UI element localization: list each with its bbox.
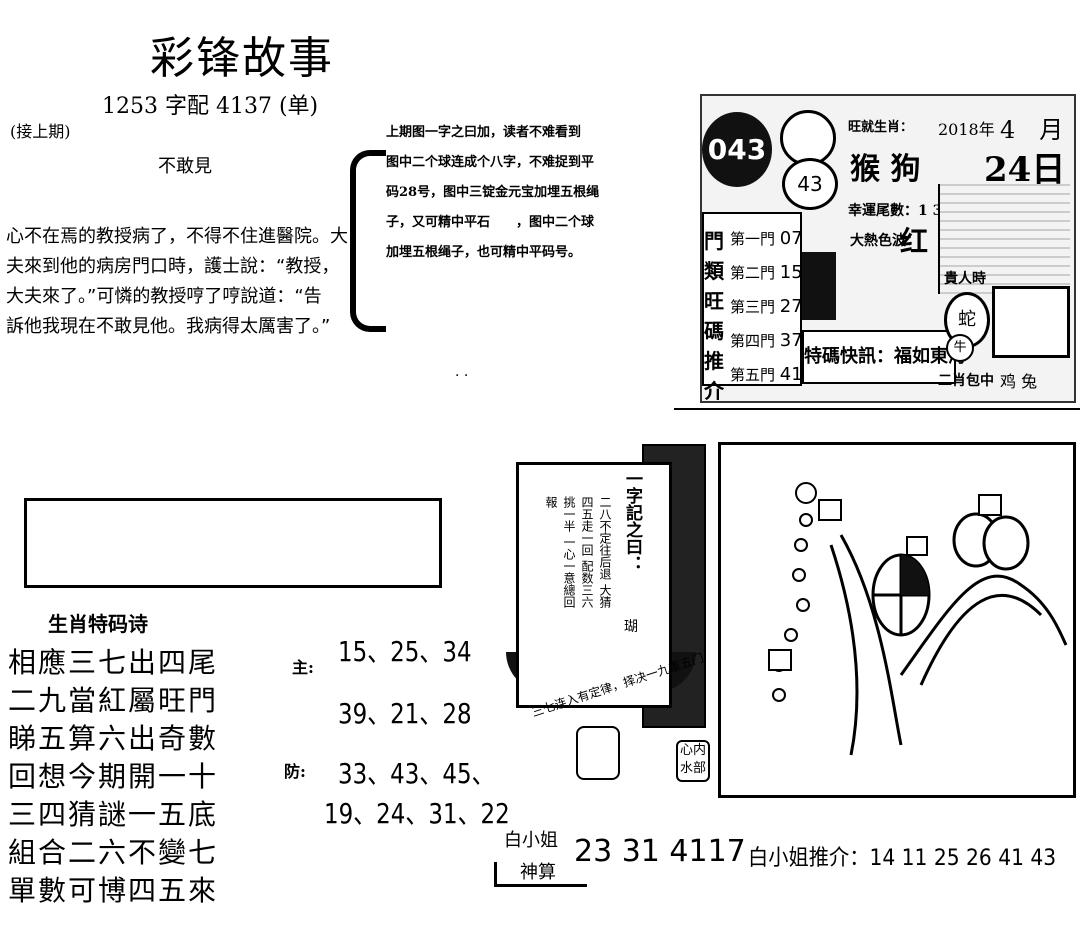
- poem-title: 生肖特码诗: [48, 612, 148, 636]
- main-label: 主:: [292, 658, 314, 677]
- story-line: 心不在焉的教授病了，不得不住進醫院。大: [6, 226, 348, 247]
- gate-row: 第四門 37: [730, 330, 803, 351]
- bottom-label: 二肖包中: [938, 373, 994, 389]
- gate-box: [702, 212, 802, 386]
- dots-mark: · ·: [455, 368, 469, 384]
- dark-block: [800, 252, 836, 320]
- issue-line: 1253 字配 4137 (单): [102, 94, 319, 119]
- tip-box: [802, 330, 956, 384]
- ball-number: 43: [782, 158, 838, 210]
- poem-line: 三四猜謎一五底: [8, 798, 219, 831]
- zodiac-label: 旺就生肖：: [848, 120, 914, 135]
- date-month: 4 月: [1000, 116, 1064, 144]
- poem-line: 相應三七出四尾: [8, 646, 219, 679]
- riddle-answer: 瑚: [624, 619, 638, 635]
- gate-row: 第一門 07: [730, 228, 803, 249]
- prev-note: (接上期): [10, 122, 71, 141]
- empty-box: [24, 498, 442, 588]
- bai-bracket: [494, 862, 587, 887]
- gate-list: 第一門 07 第二門 15 第三門 27 第四門 37 第五門 41: [730, 222, 803, 392]
- poem-lines: 相應三七出四尾 二九當紅屬旺門 睇五算六出奇數 回想今期開一十 三四猜謎一五底 …: [8, 644, 218, 910]
- color-label: 大熱色波：: [850, 233, 920, 249]
- riddle-body: 二八不定往后退 大猜四五走一回 配数三六挑一半 一心一意總回報: [544, 496, 612, 608]
- defense-numbers: 19、24、31、22: [324, 797, 510, 830]
- defense-label: 防:: [284, 762, 306, 781]
- bai-sublabel: 神算: [520, 862, 556, 883]
- stamp: 心内水部: [676, 740, 710, 782]
- hint-line: 码28号，图中三锭金元宝加埋五根绳: [386, 185, 600, 200]
- story-line: 大夫來了。”可憐的教授哼了哼說道：“告: [6, 286, 322, 307]
- decorative-bracket: [350, 150, 386, 332]
- main-numbers: 39、21、28: [338, 697, 472, 730]
- zodiac-value: 猴 狗: [850, 152, 921, 187]
- story-line: 訴他我現在不敢見他。我病得太厲害了。”: [6, 316, 331, 337]
- poem-line: 單數可博四五來: [8, 874, 219, 907]
- code-badge: 043: [702, 112, 772, 187]
- hint-text: 上期图一字之曰加，读者不难看到 图中二个球连成个八字，不难捉到平 码28号，图中…: [386, 118, 686, 268]
- story-text: 心不在焉的教授病了，不得不住進醫院。大 夫來到他的病房門口時，護士說：“教授， …: [6, 222, 374, 342]
- bai-recommend: 白小姐推介：14 11 25 26 41 43: [748, 846, 1057, 871]
- almanac-text-block: [938, 184, 1070, 294]
- poem-line: 回想今期開一十: [8, 760, 219, 793]
- main-numbers: 15、25、34: [338, 635, 472, 668]
- ingot-rope-drawing: [768, 482, 1068, 756]
- riddle-heading: 一字記之曰：: [622, 470, 642, 572]
- cartoon-boy-icon: [780, 110, 836, 166]
- tip-text: 特碼快訊：福如東海: [804, 346, 966, 367]
- defense-numbers: 33、43、45、: [338, 757, 495, 790]
- poem-line: 組合二六不變七: [8, 836, 219, 869]
- gate-title: 門類旺碼推介: [704, 229, 724, 403]
- bai-label: 白小姐: [504, 830, 558, 851]
- poem-line: 二九當紅屬旺門: [8, 684, 219, 717]
- goat-icon: [576, 726, 620, 780]
- page-title: 彩锋故事: [150, 33, 334, 84]
- gate-row: 第五門 41: [730, 364, 803, 385]
- divider: [674, 408, 1080, 410]
- story-line: 夫來到他的病房門口時，護士說：“教授，: [6, 256, 340, 277]
- date-year: 2018年: [938, 120, 995, 139]
- main-sail: [516, 462, 672, 708]
- noble-hour-label: 貴人時: [944, 271, 986, 287]
- calendar-panel: 043 43 旺就生肖： 猴 狗 幸運尾數：1 3 大熱色波： 红 蓝 門類旺碼…: [700, 72, 1076, 403]
- ship-illustration: 一字記之曰： 二八不定往后退 大猜四五走一回 配数三六挑一半 一心一意總回報 瑚…: [496, 430, 718, 800]
- hint-line: 图中二个球连成个八字，不难捉到平: [386, 155, 595, 170]
- story-title: 不敢見: [158, 156, 212, 177]
- hint-line: 上期图一字之曰加，读者不难看到: [386, 125, 582, 140]
- gate-row: 第三門 27: [730, 296, 803, 317]
- bottom-value: 鸡 兔: [1000, 372, 1038, 391]
- hint-line: 子，又可精中平石 ，图中二个球: [386, 215, 595, 230]
- riddle-drawing-frame: [718, 442, 1076, 798]
- bai-numbers: 23 31 4117: [574, 834, 746, 869]
- hint-line: 加埋五根绳子，也可精中平码号。: [386, 245, 582, 260]
- gate-row: 第二門 15: [730, 262, 803, 283]
- date-day: 24日: [984, 150, 1066, 190]
- seal-image: [992, 286, 1070, 358]
- tail-number: 幸運尾數：1 3: [848, 203, 943, 219]
- poem-line: 睇五算六出奇數: [8, 722, 219, 755]
- ox-badge: 牛: [946, 334, 974, 362]
